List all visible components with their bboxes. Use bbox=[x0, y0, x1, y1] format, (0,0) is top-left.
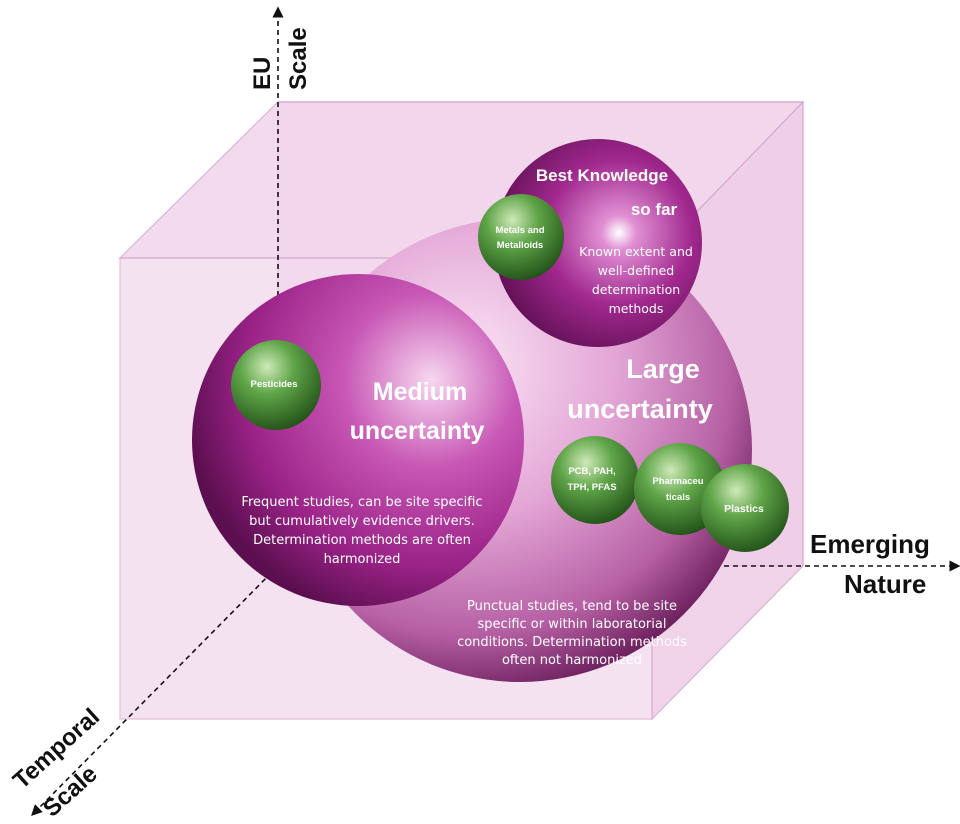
vertical-axis-label: EU Scale bbox=[249, 27, 312, 90]
plastics-sphere-shape bbox=[701, 464, 789, 552]
best-sphere-shape bbox=[494, 139, 702, 347]
medium-sphere-desc-line3: Determination methods are often bbox=[253, 533, 471, 548]
medium-sphere-desc-line4: harmonized bbox=[324, 552, 401, 567]
large-sphere-title-line1: Large bbox=[626, 354, 700, 384]
horizontal-axis-label: Emerging Nature bbox=[810, 529, 930, 599]
large-sphere-desc-line1: Punctual studies, tend to be site bbox=[467, 599, 677, 614]
depth-axis-arrow bbox=[31, 565, 279, 816]
metals-sphere-shape bbox=[478, 194, 564, 280]
depth-axis-label: Temporal Scale bbox=[8, 703, 105, 822]
horizontal-axis-label-line1: Emerging bbox=[810, 529, 930, 559]
horizontal-axis-label-line2: Nature bbox=[844, 569, 926, 599]
pharma-label-line1: Pharmaceu bbox=[652, 476, 703, 487]
best-sphere-title-line1: Best Knowledge bbox=[536, 166, 668, 185]
best-sphere-desc-line1: Known extent and bbox=[579, 244, 693, 259]
medium-uncertainty-sphere: Medium uncertainty Frequent studies, can… bbox=[192, 274, 524, 606]
medium-sphere-title-line2: uncertainty bbox=[350, 417, 485, 445]
pesticides-sphere-shape bbox=[231, 340, 321, 430]
medium-sphere-title-line1: Medium bbox=[373, 378, 467, 406]
best-sphere-desc-line2: well-defined bbox=[598, 263, 674, 278]
pcb-label-line1: PCB, PAH, bbox=[568, 466, 615, 477]
metals-label-line2: Metalloids bbox=[497, 240, 543, 251]
pesticides-label: Pesticides bbox=[251, 379, 298, 390]
best-sphere-desc-line3: determination bbox=[592, 282, 680, 297]
plastics-label: Plastics bbox=[724, 503, 764, 515]
best-knowledge-sphere: Best Knowledge so far Known extent and w… bbox=[494, 139, 702, 347]
large-sphere-title-line2: uncertainty bbox=[567, 394, 713, 424]
large-sphere-desc-line4: often not harmonized bbox=[502, 653, 642, 668]
best-sphere-title-line2: so far bbox=[631, 200, 678, 219]
vertical-axis-label-line2: Scale bbox=[285, 27, 312, 90]
pcb-sphere-shape bbox=[551, 436, 639, 524]
plastics-sphere: Plastics bbox=[701, 464, 789, 552]
best-sphere-desc-line4: methods bbox=[609, 301, 664, 316]
pesticides-sphere: Pesticides bbox=[231, 340, 321, 430]
metals-label-line1: Metals and bbox=[495, 225, 544, 236]
medium-sphere-desc-line2: but cumulatively evidence drivers. bbox=[249, 514, 475, 529]
large-sphere-desc-line3: conditions. Determination methods bbox=[457, 635, 687, 650]
vertical-axis-label-line1: EU bbox=[249, 57, 276, 90]
pharma-label-line2: ticals bbox=[666, 492, 690, 503]
metals-sphere: Metals and Metalloids bbox=[478, 194, 564, 280]
pcb-sphere: PCB, PAH, TPH, PFAS bbox=[551, 436, 639, 524]
large-sphere-desc-line2: specific or within laboratorial bbox=[478, 617, 667, 632]
pcb-label-line2: TPH, PFAS bbox=[567, 482, 616, 493]
medium-sphere-desc-line1: Frequent studies, can be site specific bbox=[241, 495, 482, 510]
